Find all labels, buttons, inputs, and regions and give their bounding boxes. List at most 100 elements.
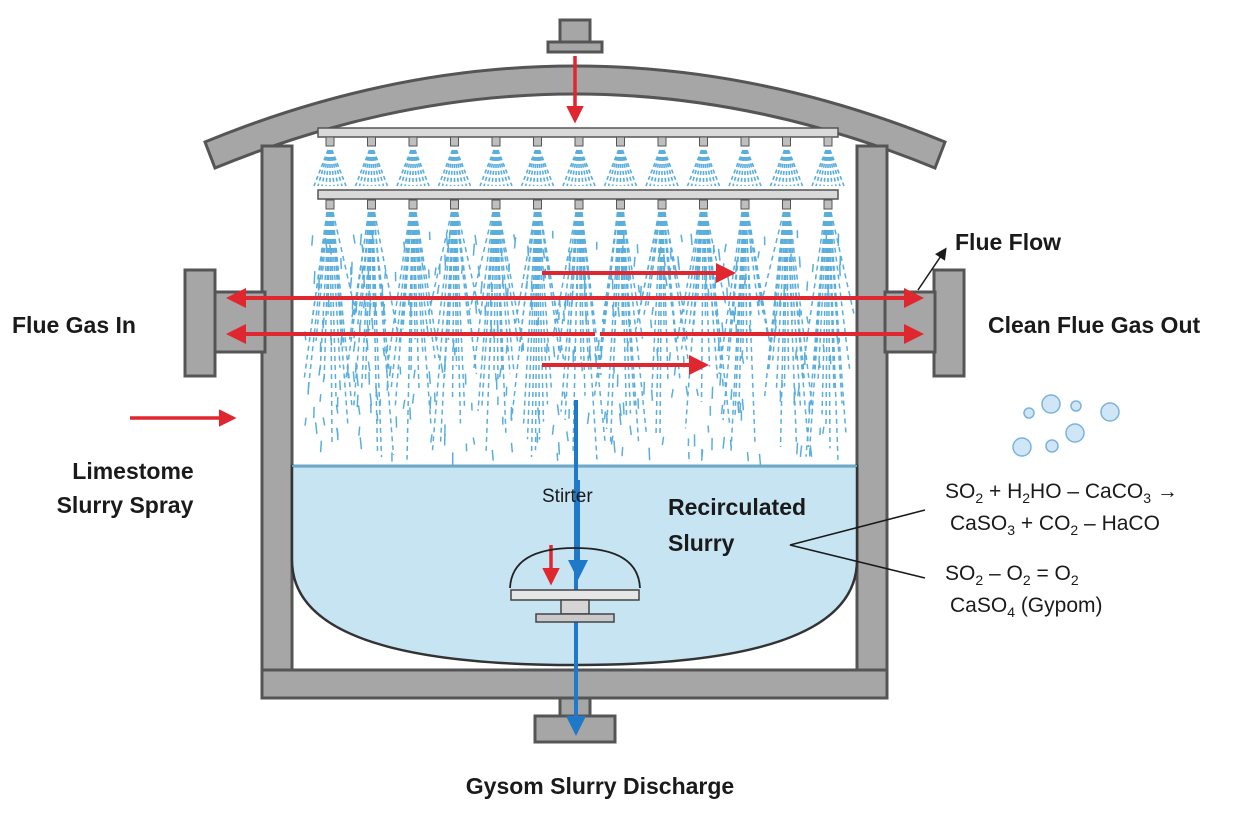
- spray-droplet: [806, 316, 809, 324]
- spray-droplet: [603, 411, 607, 420]
- spray-droplet: [351, 309, 354, 318]
- spray-droplet: [307, 382, 310, 395]
- spray-droplet: [322, 373, 326, 383]
- spray-droplet: [376, 413, 379, 421]
- spray-streak: [680, 211, 702, 350]
- spray-streak: [788, 211, 814, 411]
- spray-streak: [537, 211, 545, 422]
- spray-nozzle: [823, 199, 833, 210]
- stirrer: [509, 547, 641, 623]
- spray-streak: [661, 211, 665, 326]
- spray-droplet: [369, 393, 373, 406]
- spray-streak: [622, 211, 648, 435]
- spray-streak: [781, 149, 787, 187]
- spray-droplet: [304, 417, 307, 426]
- spray-streak: [734, 211, 745, 417]
- spray-droplet: [757, 251, 760, 259]
- spray-nozzle: [699, 199, 708, 210]
- spray-streak: [364, 211, 372, 380]
- spray-streak: [356, 211, 371, 328]
- spray-streak: [456, 211, 482, 317]
- spray-droplet: [536, 317, 540, 326]
- spray-droplet: [364, 308, 367, 316]
- spray-droplet: [358, 426, 361, 436]
- spray-streak: [371, 149, 377, 187]
- equation-2-line-1: SO2 – O2 = O2: [945, 562, 1079, 588]
- spray-nozzle: [657, 199, 667, 210]
- spray-streak: [718, 211, 743, 375]
- spray-droplet: [460, 265, 464, 274]
- spray-streak: [352, 211, 371, 410]
- spray-droplet: [359, 233, 363, 246]
- spray-droplet: [494, 373, 497, 382]
- spray-droplet: [704, 278, 707, 290]
- spray-droplet: [633, 256, 636, 267]
- spray-streak: [621, 149, 634, 187]
- spray-streak: [580, 211, 598, 461]
- spray-streak: [661, 149, 667, 187]
- spray-streak: [360, 211, 372, 392]
- spray-streak: [801, 211, 826, 376]
- spray-droplet: [594, 353, 597, 364]
- spray-droplet: [361, 244, 364, 253]
- spray-droplet: [758, 453, 762, 466]
- spray-streak: [524, 149, 537, 187]
- spray-streak: [487, 149, 496, 187]
- spray-droplet: [719, 372, 722, 386]
- spray-droplet: [797, 386, 800, 397]
- spray-droplet: [411, 393, 415, 404]
- spray-droplet: [335, 404, 339, 414]
- spray-droplet: [448, 230, 452, 239]
- spray-streak: [329, 149, 335, 187]
- spray-droplet: [617, 306, 620, 318]
- discharge-label: Gysom Slurry Discharge: [466, 773, 734, 799]
- spray-nozzle: [574, 199, 584, 210]
- spray-droplet: [346, 365, 350, 379]
- spray-streak: [744, 211, 748, 360]
- spray-streak: [783, 211, 788, 387]
- spray-streak: [827, 211, 831, 449]
- spray-nozzle: [616, 199, 625, 210]
- stirrer-plate: [510, 589, 640, 601]
- spray-droplet: [677, 256, 680, 267]
- spray-droplet: [680, 234, 683, 243]
- spray-droplet: [811, 263, 814, 273]
- spray-streak: [653, 149, 662, 187]
- spray-droplet: [490, 282, 493, 293]
- spray-droplet: [746, 451, 750, 462]
- spray-droplet: [530, 280, 534, 292]
- spray-droplet: [335, 427, 339, 436]
- spray-streak: [539, 211, 561, 354]
- spray-streak: [456, 211, 478, 375]
- spray-streak: [730, 211, 745, 451]
- spray-streak: [566, 149, 579, 187]
- spray-streak: [453, 211, 458, 367]
- spray-droplet: [656, 348, 659, 361]
- spray-droplet: [649, 319, 653, 329]
- gas-flow-arrows: [130, 56, 924, 586]
- vessel: [183, 18, 966, 744]
- spray-droplet: [565, 431, 569, 442]
- spray-droplet: [730, 389, 733, 400]
- spray-streak: [454, 149, 464, 187]
- spray-nozzle: [657, 136, 667, 147]
- spray-droplet: [583, 283, 587, 297]
- spray-droplet: [568, 250, 572, 261]
- spray-droplet: [505, 344, 508, 354]
- spray-streak: [805, 211, 827, 457]
- spray-droplet: [838, 264, 841, 277]
- spray-streak: [639, 211, 661, 309]
- spray-streak: [400, 149, 413, 187]
- equation-1-line-2: CaSO3 + CO2 – HaCO: [950, 512, 1160, 538]
- spray-droplet: [610, 435, 614, 445]
- spray-streak: [736, 149, 745, 187]
- spray-droplet: [314, 422, 318, 434]
- spray-streak: [704, 211, 719, 379]
- spray-streak: [390, 211, 412, 391]
- spray-droplet: [597, 339, 600, 348]
- equation-2-line-2: CaSO4 (Gypom): [950, 594, 1103, 620]
- spray-streak: [779, 211, 787, 447]
- spray-droplet: [474, 234, 478, 246]
- spray-droplet: [648, 447, 651, 461]
- spray-nozzle: [325, 136, 335, 147]
